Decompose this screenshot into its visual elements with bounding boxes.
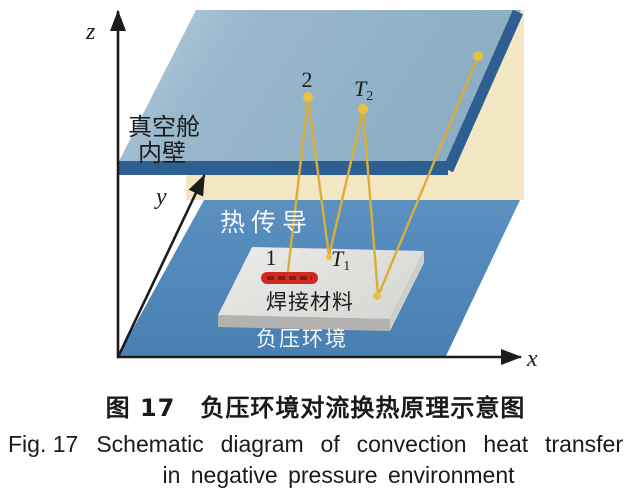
heat-line-2 xyxy=(306,96,331,258)
axis-label-z: z xyxy=(85,19,96,45)
label-environment: 负压环境 xyxy=(256,327,348,351)
label-t2-sub: 2 xyxy=(366,89,373,104)
caption-english-text: Schematic diagram of convection heat tra… xyxy=(96,431,623,457)
heat-line-5 xyxy=(376,55,480,298)
label-point-1: 1 xyxy=(266,245,277,270)
label-vacuum-wall-line1: 真空舱 xyxy=(128,113,200,141)
heat-dot-t1 xyxy=(326,254,332,260)
heat-dot-top-right xyxy=(473,51,483,61)
plate-front-face xyxy=(218,315,390,331)
heat-flow-lines xyxy=(286,55,480,298)
plate-side-face xyxy=(390,251,424,331)
heat-dot-plate xyxy=(373,292,381,300)
plate-top-face xyxy=(218,247,424,319)
caption-fig-number: Fig. 17 xyxy=(8,431,79,457)
figure-caption: 图 17 负压环境对流换热原理示意图 Fig. 17 Schematic dia… xyxy=(8,393,623,491)
axis-label-x: x xyxy=(526,346,538,372)
caption-english-line1: Fig. 17 Schematic diagram of convection … xyxy=(8,429,623,460)
label-heat-conduction: 热传导 xyxy=(220,208,313,237)
label-t1: T1 xyxy=(331,246,350,274)
wall-right-edge xyxy=(442,9,524,173)
chamber-top-wall xyxy=(118,10,521,163)
label-t2-main: T xyxy=(354,76,368,101)
schematic-diagram: z y x 真空舱 内壁 热传导 焊接材料 负压环境 2 T2 1 T1 xyxy=(85,9,538,372)
label-t1-sub: 1 xyxy=(343,259,350,274)
axes xyxy=(110,10,522,365)
heat-line-4 xyxy=(361,108,380,297)
caption-english-line2: in negative pressure environment xyxy=(162,462,515,488)
wall-bottom-edge xyxy=(118,161,448,175)
label-t1-main: T xyxy=(331,246,345,271)
label-point-2: 2 xyxy=(302,67,313,92)
label-vacuum-wall-line2: 内壁 xyxy=(138,139,186,167)
caption-chinese: 图 17 负压环境对流换热原理示意图 xyxy=(105,394,526,422)
heat-line-3 xyxy=(327,108,365,258)
heat-line-1 xyxy=(286,97,310,273)
label-weld-material: 焊接材料 xyxy=(266,290,354,314)
y-axis xyxy=(117,174,206,357)
label-t2: T2 xyxy=(354,76,373,104)
heat-dot-point2 xyxy=(303,92,313,102)
heat-dot-t2 xyxy=(358,104,368,114)
heat-flow-dots xyxy=(303,51,483,300)
axis-label-y: y xyxy=(154,184,167,210)
